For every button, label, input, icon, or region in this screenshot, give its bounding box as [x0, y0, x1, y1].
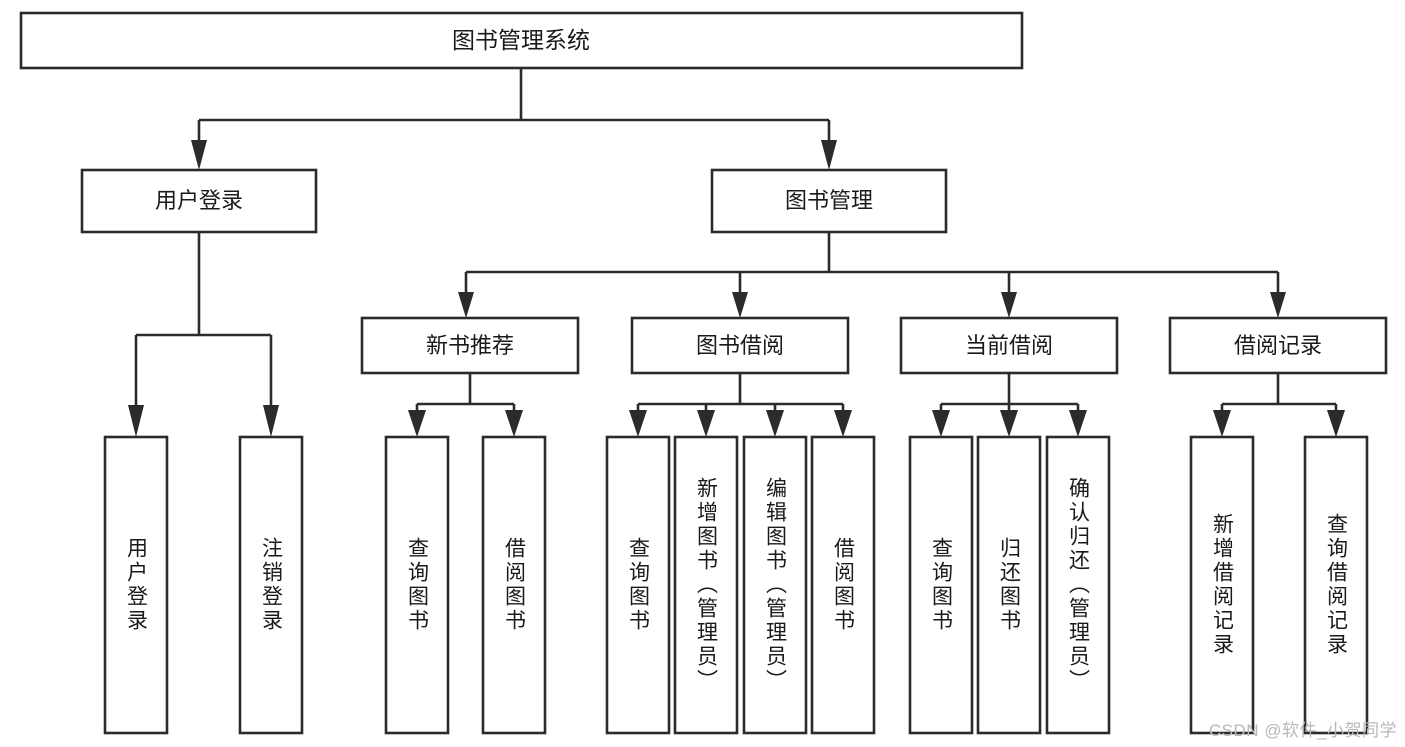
leaf-query-book-2-box[interactable]	[605, 435, 671, 735]
arrow-head-leaf-borrow-book-2	[834, 410, 852, 437]
arrow-head-leaf-query-book-3	[932, 410, 950, 437]
leaf-query-record-box[interactable]	[1303, 435, 1369, 735]
arrow-head-leaf-return-book	[1000, 410, 1018, 437]
node-user-login-label: 用户登录	[155, 188, 243, 213]
arrow-head-borrow-record	[1270, 292, 1286, 318]
leaf-borrow-book-2-box[interactable]	[810, 435, 876, 735]
leaf-query-book-1-box[interactable]	[384, 435, 450, 735]
arrow-head-leaf-borrow-book-1	[505, 410, 523, 437]
leaf-edit-book-box[interactable]	[742, 435, 808, 735]
node-book-borrow-box[interactable]	[630, 316, 850, 375]
node-current-borrow-label: 当前借阅	[965, 333, 1053, 358]
node-new-book-recommend-box[interactable]	[360, 316, 580, 375]
node-root-label: 图书管理系统	[452, 27, 590, 53]
node-book-borrow-label: 图书借阅	[696, 333, 784, 358]
connectors-group	[128, 68, 1345, 437]
node-current-borrow[interactable]: 当前借阅	[899, 316, 1119, 375]
node-book-borrow[interactable]: 图书借阅	[630, 316, 850, 375]
node-borrow-record[interactable]: 借阅记录	[1168, 316, 1388, 375]
node-root-box[interactable]	[19, 11, 1024, 70]
arrow-head-leaf-add-record	[1213, 410, 1231, 437]
leaf-add-record-box[interactable]	[1189, 435, 1255, 735]
arrow-head-leaf-add-book	[697, 410, 715, 437]
arrow-head-user-login	[191, 140, 207, 170]
arrow-head-leaf-confirm-return	[1069, 410, 1087, 437]
leaf-boxes-group	[103, 435, 1369, 735]
arrow-head-leaf-query-book-1	[408, 410, 426, 437]
node-user-login[interactable]: 用户登录	[80, 168, 318, 234]
node-borrow-record-box[interactable]	[1168, 316, 1388, 375]
watermark-text: CSDN @软件_小贺同学	[1208, 721, 1397, 740]
node-book-management[interactable]: 图书管理	[710, 168, 948, 234]
node-user-login-box[interactable]	[80, 168, 318, 234]
arrow-head-leaf-query-record	[1327, 410, 1345, 437]
arrow-head-leaf-edit-book	[766, 410, 784, 437]
leaf-confirm-return-box[interactable]	[1045, 435, 1111, 735]
node-current-borrow-box[interactable]	[899, 316, 1119, 375]
node-new-book-recommend-label: 新书推荐	[426, 333, 514, 358]
node-book-management-box[interactable]	[710, 168, 948, 234]
arrow-head-new-book-recommend	[458, 292, 474, 318]
arrow-head-book-management	[821, 140, 837, 170]
leaf-query-book-3-box[interactable]	[908, 435, 974, 735]
leaf-add-book-box[interactable]	[673, 435, 739, 735]
arrow-head-current-borrow	[1001, 292, 1017, 318]
leaf-return-book-box[interactable]	[976, 435, 1042, 735]
node-new-book-recommend[interactable]: 新书推荐	[360, 316, 580, 375]
leaf-logout-box[interactable]	[238, 435, 304, 735]
arrow-head-book-borrow	[732, 292, 748, 318]
leaf-user-login-box[interactable]	[103, 435, 169, 735]
arrow-head-leaf-query-book-2	[629, 410, 647, 437]
node-root[interactable]: 图书管理系统	[19, 11, 1024, 70]
node-book-management-label: 图书管理	[785, 188, 873, 213]
arrow-head-leaf-logout	[263, 405, 279, 437]
node-borrow-record-label: 借阅记录	[1234, 333, 1322, 358]
leaf-borrow-book-1-box[interactable]	[481, 435, 547, 735]
arrow-head-leaf-user-login	[128, 405, 144, 437]
